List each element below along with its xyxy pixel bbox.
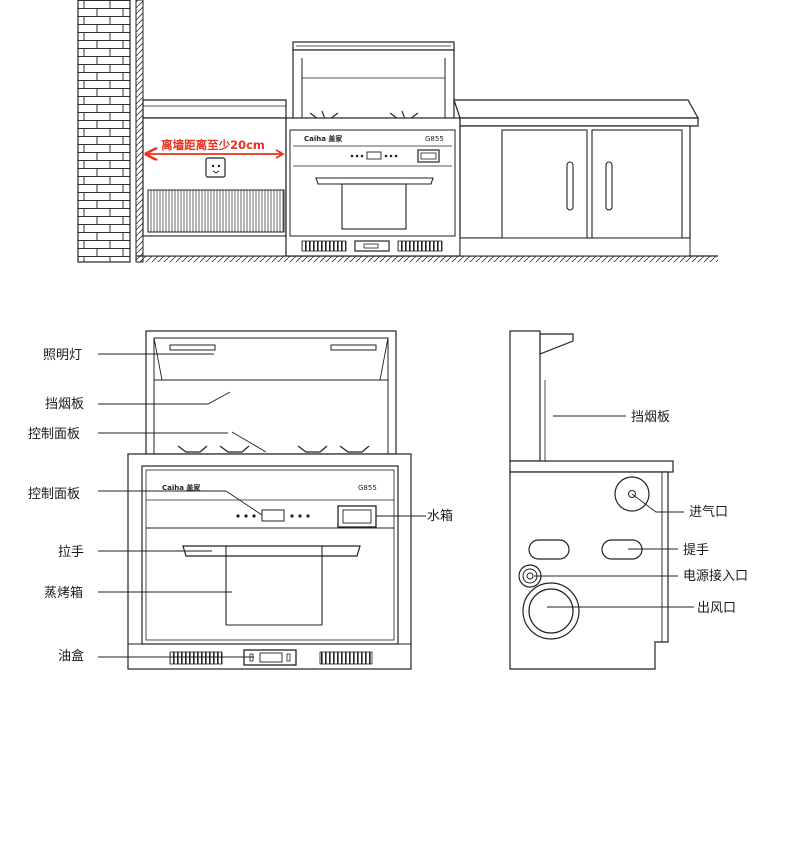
power-socket-icon [205,157,226,178]
label-smoke-baffle: 挡烟板 [45,397,84,412]
side-view: 挡烟板 进气口 提手 电源接入口 出风口 [509,330,748,670]
left-counter [142,99,287,257]
vent-left [169,651,223,665]
label-lighting: 照明灯 [43,348,82,363]
label-air-outlet: 出风口 [697,601,736,616]
carry-handle-right [601,539,643,560]
right-cabinets [453,99,700,257]
scene-model: G855 [425,135,444,143]
plinth-grille [147,189,285,233]
floor-hatch [136,256,718,262]
wall-distance-note: 离墙距离至少20cm [161,138,265,152]
label-control-panel-top: 控制面板 [28,427,80,442]
carry-handle-left [528,539,570,560]
label-air-inlet: 进气口 [689,504,728,520]
lighting-lamp-right [330,344,377,351]
front-display [261,509,285,522]
hood-unit [292,41,455,121]
lighting-lamp-left [169,344,216,351]
label-side-smoke-baffle: 挡烟板 [631,410,670,425]
label-handle: 拉手 [58,545,84,560]
label-oil-box: 油盒 [58,648,84,664]
label-power-inlet: 电源接入口 [683,568,748,584]
brick-wall [77,0,131,263]
kitchen-scene: 离墙距离至少20cm Caiha 盖家 G855 [77,0,718,263]
front-model: G855 [358,484,377,492]
label-carry-handle: 提手 [683,542,709,558]
vent-right [319,651,373,665]
label-control-panel: 控制面板 [28,487,80,502]
scene-brand: Caiha 盖家 [304,134,343,143]
front-brand: Caiha 盖家 [162,483,201,492]
label-water-tank: 水箱 [427,508,453,524]
label-steam-oven: 蒸烤箱 [44,585,83,601]
front-view: Caiha 盖家 G855 [28,330,453,670]
oven-handle [182,545,361,557]
appliance-body-scene: Caiha 盖家 G855 [285,117,461,257]
wall-face [135,0,144,263]
